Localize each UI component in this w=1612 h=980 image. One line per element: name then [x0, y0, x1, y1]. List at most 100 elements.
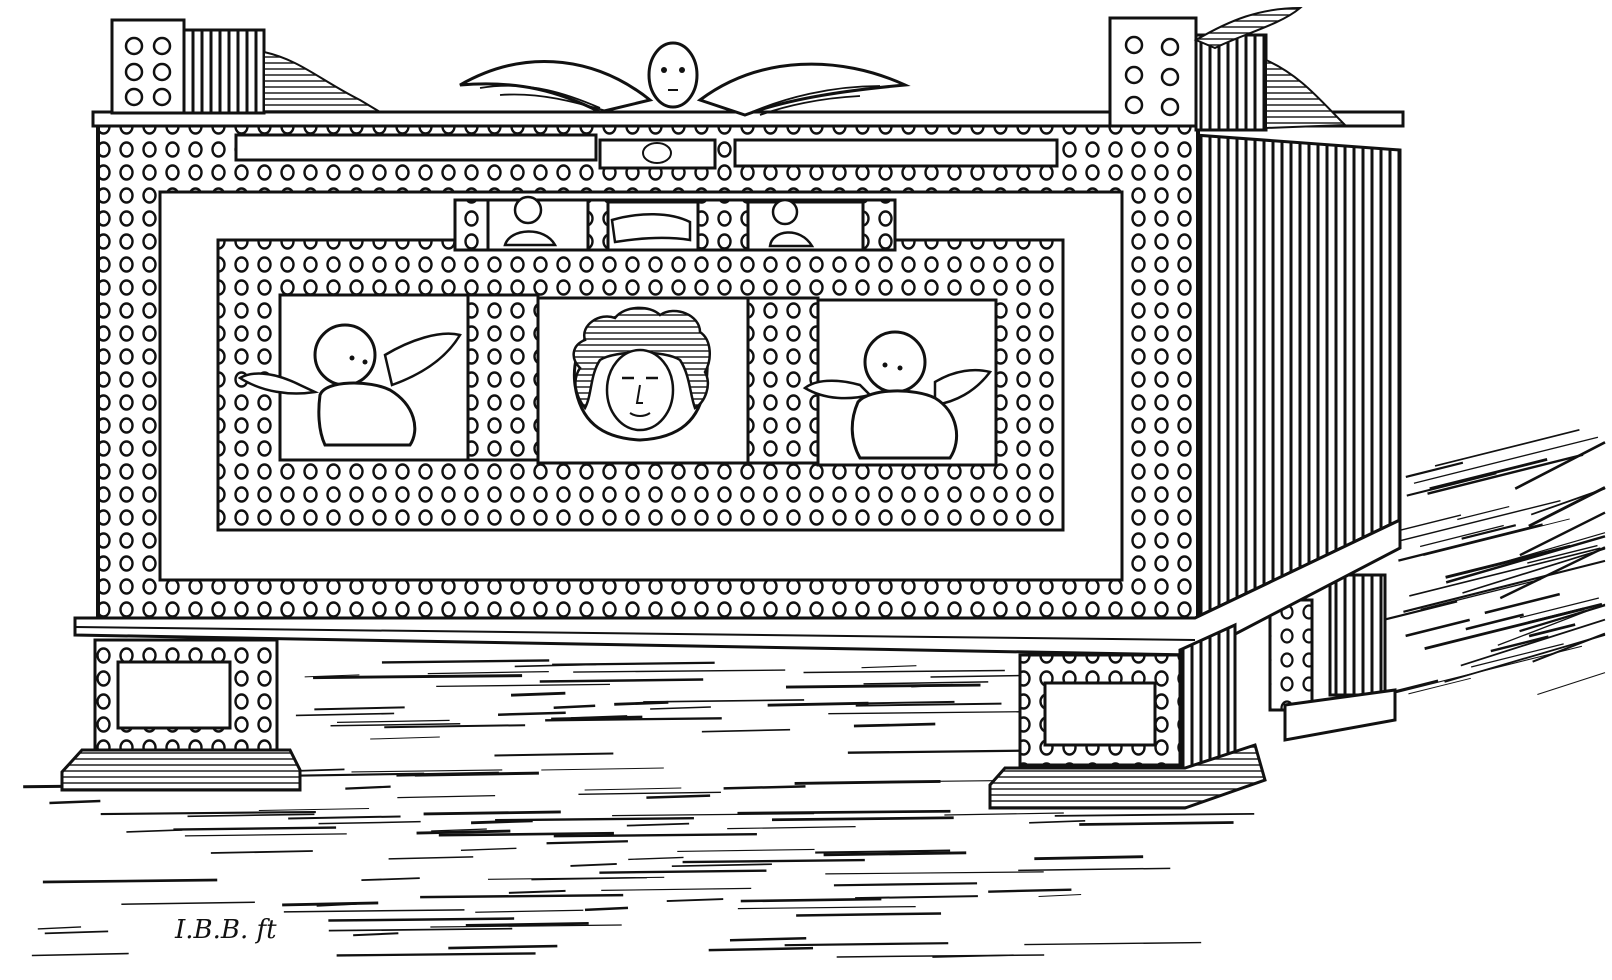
ground-hatch-line: [1434, 429, 1580, 467]
ground-hatch-line: [626, 822, 690, 827]
ground-hatch-line: [708, 946, 814, 952]
ground-hatch-line: [294, 772, 425, 777]
ground-hatch-line: [701, 728, 791, 733]
ground-hatch-line: [539, 678, 704, 683]
ground-hatch-line: [121, 901, 255, 905]
ground-hatch-line: [1380, 600, 1458, 622]
ground-hatch-line: [1528, 602, 1603, 624]
ground-hatch-line: [475, 909, 584, 913]
ground-hatch-line: [436, 683, 610, 688]
chest-base: [73, 517, 1402, 657]
ground-hatch-line: [666, 898, 724, 903]
ground-hatch-line: [1499, 546, 1606, 600]
ground-hatch-line: [288, 815, 401, 820]
ground-hatch-line: [671, 863, 772, 868]
ground-hatch-line: [353, 932, 399, 937]
ground-hatch-line: [784, 942, 949, 947]
ground-hatch-line: [508, 889, 566, 894]
ground-hatch-line: [932, 954, 1014, 958]
ground-hatch-line: [794, 779, 941, 785]
ground-hatch-line: [416, 829, 511, 835]
ground-hatch-line: [1537, 672, 1606, 696]
ground-hatch-line: [546, 840, 628, 845]
ground-hatch-line: [855, 895, 978, 900]
ground-hatch-line: [1405, 461, 1464, 478]
ground-hatch-line: [737, 905, 916, 910]
winged-head-crest: [459, 41, 911, 117]
ground-hatch-line: [578, 791, 721, 795]
ground-hatch-line: [1465, 613, 1524, 631]
ground-hatch-line: [828, 711, 1021, 715]
ground-hatch-line: [767, 701, 869, 707]
ground-hatch-line: [1445, 544, 1571, 579]
ground-hatch-line: [370, 736, 440, 740]
ground-hatch-line: [723, 785, 806, 790]
ground-hatch-line: [863, 681, 989, 685]
ground-hatch-line: [771, 816, 954, 822]
ground-hatch-line: [42, 878, 218, 884]
ground-hatch-line: [304, 674, 360, 678]
ground-hatch-line: [210, 850, 313, 854]
ground-hatch-line: [1399, 514, 1462, 531]
ground-hatch-line: [510, 691, 566, 697]
ground-hatch-line: [1403, 559, 1606, 613]
ground-hatch-line: [1429, 458, 1548, 491]
ground-hatch-line: [336, 719, 450, 724]
ground-hatch-line: [283, 909, 465, 913]
medusa-head: [572, 306, 711, 442]
ground-hatch-line: [397, 794, 496, 799]
front-leg-right: [988, 622, 1267, 810]
ground-hatch-line: [988, 888, 1072, 893]
ground-hatch-line: [295, 712, 395, 717]
ground-hatch-line: [1029, 819, 1086, 824]
ground-hatch-line: [388, 856, 474, 860]
ground-hatch-line: [1461, 524, 1517, 540]
ground-hatch-line: [351, 769, 503, 773]
ground-hatch-line: [345, 785, 391, 790]
ground-hatch-line: [944, 812, 1064, 816]
ground-hatch-line: [855, 702, 1002, 707]
ground-hatch-line: [187, 813, 315, 818]
ground-hatch-line: [336, 952, 536, 957]
artist-signature: I.B.B. ft: [174, 915, 277, 945]
ground-hatch-line: [861, 665, 917, 669]
ground-hatch-line: [729, 936, 807, 942]
ground-hatch-line: [514, 663, 597, 668]
ground-hatch-line: [815, 849, 951, 854]
ground-hatch-line: [1470, 643, 1564, 668]
ground-hatch-line: [1484, 592, 1561, 615]
ground-hatch-line: [173, 826, 337, 831]
front-leg-left: [60, 638, 302, 792]
ground-hatch-line: [737, 809, 951, 815]
ground-hatch-line: [1460, 618, 1606, 667]
ground-hatch-line: [1527, 544, 1598, 564]
ground-hatch-line: [438, 831, 614, 837]
ground-hatch-line: [833, 882, 978, 887]
ground-hatch-line: [423, 810, 561, 816]
ground-hatch-line: [1519, 511, 1606, 557]
ground-hatch-line: [448, 944, 558, 950]
ground-hatch-line: [100, 810, 316, 816]
ground-hatch-line: [545, 717, 722, 722]
ground-hatch-line: [1413, 436, 1599, 484]
ground-hatch-line: [541, 767, 664, 771]
ground-hatch-line: [628, 856, 684, 861]
ground-hatch-line: [318, 820, 421, 825]
ground-hatch-line: [643, 699, 805, 703]
ground-hatch-line: [1038, 894, 1082, 898]
ground-hatch-line: [1462, 547, 1606, 594]
ground-hatch-line: [1419, 524, 1504, 548]
ground-hatch-line: [381, 659, 550, 664]
ground-hatch-line: [601, 887, 752, 892]
ground-hatch-line: [1427, 453, 1584, 495]
ground-hatch-line: [553, 833, 757, 838]
ground-hatch-line: [328, 927, 513, 932]
cherub-right: [802, 330, 993, 460]
ground-hatch-line: [465, 922, 589, 927]
ground-hatch-line: [584, 906, 629, 912]
ground-hatch-line: [420, 893, 624, 899]
ground-hatch-line: [314, 706, 405, 711]
ground-hatch-line: [487, 876, 665, 880]
ground-hatch-line: [1405, 618, 1470, 638]
